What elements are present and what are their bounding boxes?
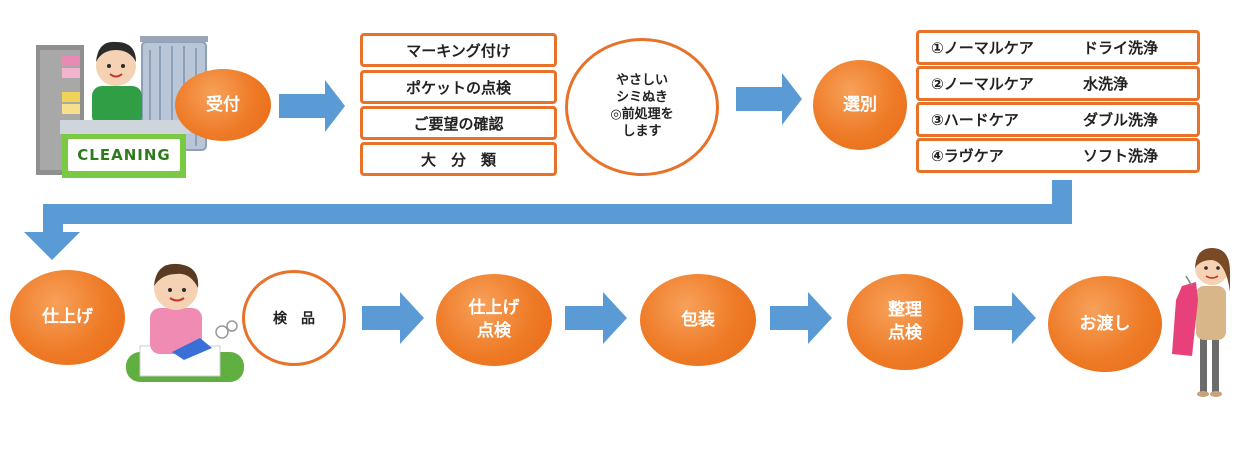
- step-finishing: 仕上げ: [10, 270, 125, 365]
- clerk-icon: [92, 41, 142, 126]
- arrow-right-icon: [565, 292, 627, 344]
- step-request-confirm: ご要望の確認: [360, 106, 557, 140]
- care-option-1: ①ノーマルケア ドライ洗浄: [916, 30, 1200, 65]
- care-option-4: ④ラヴケア ソフト洗浄: [916, 138, 1200, 173]
- step-pocket-check: ポケットの点検: [360, 70, 557, 104]
- step-reception: 受付: [175, 69, 271, 141]
- care-option-label: ④ラヴケア: [931, 147, 1004, 165]
- step-marking: マーキング付け: [360, 33, 557, 67]
- care-option-method: ソフト洗浄: [1083, 147, 1159, 165]
- arrow-right-icon: [279, 80, 345, 132]
- step-sorting: 選別: [813, 60, 907, 150]
- arrow-right-icon: [974, 292, 1036, 344]
- step-packaging: 包装: [640, 274, 756, 366]
- care-option-method: 水洗浄: [1083, 75, 1129, 93]
- step-delivery: お渡し: [1048, 276, 1162, 372]
- arrow-right-icon: [770, 292, 832, 344]
- step-finish-check: 仕上げ 点検: [436, 274, 552, 366]
- cleaning-sign: CLEANING: [77, 146, 171, 164]
- care-option-2: ②ノーマルケア 水洗浄: [916, 66, 1200, 101]
- care-option-label: ②ノーマルケア: [931, 75, 1034, 93]
- arrow-right-icon: [362, 292, 424, 344]
- care-option-method: ドライ洗浄: [1083, 39, 1159, 57]
- care-option-label: ③ハードケア: [931, 111, 1019, 129]
- care-option-label: ①ノーマルケア: [931, 39, 1034, 57]
- care-option-method: ダブル洗浄: [1083, 111, 1159, 129]
- connector-arrow-icon: [24, 180, 1072, 260]
- step-inspection: 検 品: [242, 270, 346, 366]
- stain-removal-note: やさしい シミぬき ◎前処理を します: [565, 38, 719, 176]
- care-option-3: ③ハードケア ダブル洗浄: [916, 102, 1200, 137]
- step-classification: 大 分 類: [360, 142, 557, 176]
- arrow-right-icon: [736, 73, 802, 125]
- step-arrange-check: 整理 点検: [847, 274, 963, 370]
